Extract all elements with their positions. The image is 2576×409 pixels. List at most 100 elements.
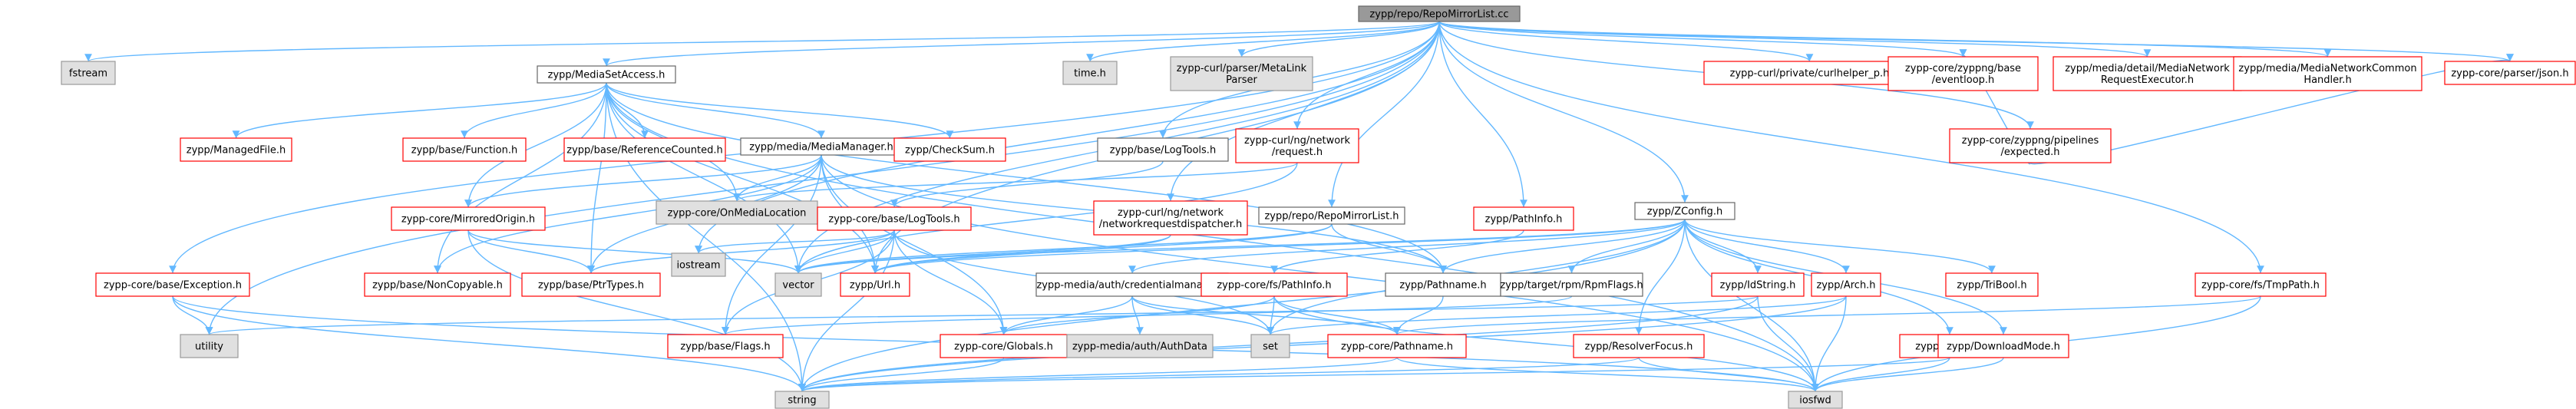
edge-mediasetaccess-to-pathname: [606, 82, 1447, 274]
node-label: zypp/media/detail/MediaNetwork: [2065, 63, 2230, 74]
node-function[interactable]: zypp/base/Function.h: [402, 137, 527, 162]
node-curlhelper[interactable]: zypp-curl/private/curlhelper_p.h: [1703, 61, 1916, 85]
node-box: [2195, 272, 2327, 297]
node-box: [774, 391, 830, 409]
node-downloadmode[interactable]: zypp/DownloadMode.h: [1937, 334, 2069, 358]
node-label: zypp-curl/ng/network: [1244, 135, 1351, 147]
node-label: zypp/base/Flags.h: [680, 341, 770, 353]
edge-root-to-eventloop: [1438, 21, 1967, 58]
node-corepathname[interactable]: zypp-core/Pathname.h: [1327, 334, 1467, 358]
node-label: fstream: [69, 68, 107, 80]
edge-root-to-pathinfo: [1438, 21, 1527, 208]
node-expected[interactable]: zypp-core/zyppng/pipelines/expected.h: [1949, 128, 2112, 163]
node-label: zypp/ZConfig.h: [1647, 206, 1722, 218]
node-json[interactable]: zypp-core/parser/json.h: [2444, 61, 2576, 85]
node-box: [667, 334, 784, 358]
edge-corelogtools-to-string: [798, 229, 895, 392]
edge-netrequest-to-onmedialocation: [733, 162, 1298, 202]
node-fspathinfo[interactable]: zypp-core/fs/PathInfo.h: [1200, 272, 1348, 297]
node-tribool[interactable]: zypp/TriBool.h: [1945, 272, 2039, 297]
edge-mediamanager-to-mirroredorigin: [464, 154, 822, 208]
edge-mediasetaccess-to-ptrtypes: [587, 82, 607, 274]
node-box: [180, 334, 239, 358]
node-label: iostream: [676, 260, 720, 272]
edge-root-to-curlhelper: [1438, 21, 1814, 62]
node-mnre[interactable]: zypp/media/detail/MediaNetworkRequestExe…: [2053, 56, 2242, 91]
node-refcounted[interactable]: zypp/base/ReferenceCounted.h: [563, 137, 726, 162]
node-noncopyable[interactable]: zypp/base/NonCopyable.h: [364, 272, 511, 297]
node-label: zypp-core/base/Exception.h: [104, 280, 242, 292]
node-managedfile[interactable]: zypp/ManagedFile.h: [180, 137, 292, 162]
edge-mediasetaccess-to-mirroredorigin: [464, 82, 607, 208]
node-pathname[interactable]: zypp/Pathname.h: [1385, 272, 1501, 297]
edge-mediamanager-to-noncopyable: [434, 154, 822, 274]
node-box: [1200, 272, 1348, 297]
edge-mediasetaccess-to-function: [461, 82, 607, 139]
edge-nrdispatcher-to-vector: [794, 234, 1171, 274]
node-url[interactable]: zypp/Url.h: [840, 272, 910, 297]
edge-resolverfocus-to-string: [798, 357, 1640, 392]
edge-corepathname-to-iosfwd: [1396, 357, 1819, 392]
node-label: zypp/Url.h: [850, 280, 900, 292]
node-eventloop[interactable]: zypp-core/zyppng/base/eventloop.h: [1887, 56, 2039, 91]
edge-repomirrorlist-to-pathname: [1331, 223, 1447, 274]
node-baselogtools[interactable]: zypp/base/LogTools.h: [1097, 137, 1229, 162]
node-mediamanager[interactable]: zypp/media/MediaManager.h: [740, 137, 903, 156]
node-repomirrorlist[interactable]: zypp/repo/RepoMirrorList.h: [1258, 206, 1405, 225]
edge-tmppath-to-corepathname: [1393, 295, 2261, 335]
node-credmanager[interactable]: zypp-media/auth/credentialmanager.h: [1035, 272, 1229, 297]
edge-root-to-metalinkparser: [1237, 21, 1440, 58]
edge-root-to-fstream: [84, 21, 1440, 62]
node-label: zypp/target/rpm/RpmFlags.h: [1500, 280, 1643, 292]
node-box: [180, 137, 292, 162]
node-label: /request.h: [1272, 147, 1323, 158]
node-label: zypp/PathInfo.h: [1485, 214, 1563, 226]
node-mirroredorigin[interactable]: zypp-core/MirroredOrigin.h: [391, 206, 546, 231]
node-box: [1634, 202, 1735, 220]
node-exception[interactable]: zypp-core/base/Exception.h: [95, 272, 250, 297]
node-zconfig[interactable]: zypp/ZConfig.h: [1634, 202, 1735, 220]
node-netrequest[interactable]: zypp-curl/ng/network/request.h: [1235, 128, 1359, 163]
node-box: [817, 206, 972, 231]
node-box: [893, 137, 1006, 162]
node-resolverfocus[interactable]: zypp/ResolverFocus.h: [1573, 334, 1705, 358]
node-nrdispatcher[interactable]: zypp-curl/ng/network/networkrequestdispa…: [1093, 200, 1248, 236]
node-label: vector: [782, 280, 814, 292]
node-checksum[interactable]: zypp/CheckSum.h: [893, 137, 1006, 162]
node-rpmflags[interactable]: zypp/target/rpm/RpmFlags.h: [1500, 272, 1643, 297]
node-iosfwd: iosfwd: [1788, 391, 1843, 409]
edge-netrequest-to-vector: [794, 162, 1298, 274]
node-globals[interactable]: zypp-core/Globals.h: [940, 334, 1068, 358]
node-arch[interactable]: zypp/Arch.h: [1811, 272, 1881, 297]
node-label: zypp-core/OnMediaLocation: [668, 208, 807, 219]
node-tmppath[interactable]: zypp-core/fs/TmpPath.h: [2195, 272, 2327, 297]
edge-mediasetaccess-to-noncopyable: [434, 82, 607, 274]
node-authdata: zypp-media/auth/AuthData: [1066, 334, 1214, 358]
node-label: Handler.h: [2304, 74, 2351, 86]
edge-zconfig-to-resolverfocus: [1635, 219, 1686, 335]
node-label: zypp-curl/private/curlhelper_p.h: [1730, 68, 1890, 80]
node-label: RequestExecutor.h: [2101, 74, 2194, 86]
node-label: zypp-core/fs/TmpPath.h: [2201, 280, 2320, 292]
edge-zconfig-to-rpmflags: [1567, 219, 1686, 274]
node-box: [61, 61, 116, 85]
node-label: zypp-core/fs/PathInfo.h: [1217, 280, 1331, 292]
node-mediasetaccess[interactable]: zypp/MediaSetAccess.h: [537, 65, 676, 84]
node-corelogtools[interactable]: zypp-core/base/LogTools.h: [817, 206, 972, 231]
edge-mediamanager-to-flags: [722, 154, 822, 335]
node-time: time.h: [1062, 61, 1118, 85]
edge-mirroredorigin-to-vector: [467, 229, 802, 274]
node-root[interactable]: zypp/repo/RepoMirrorList.cc: [1358, 5, 1521, 22]
node-ptrtypes[interactable]: zypp/base/PtrTypes.h: [521, 272, 661, 297]
edge-mediasetaccess-to-managedfile: [232, 82, 607, 139]
node-label: zypp/DownloadMode.h: [1947, 341, 2060, 353]
node-label: zypp-core/zyppng/pipelines: [1962, 135, 2099, 147]
node-idstring[interactable]: zypp/IdString.h: [1711, 272, 1805, 297]
node-flags[interactable]: zypp/base/Flags.h: [667, 334, 784, 358]
edge-arch-to-iosfwd: [1811, 295, 1847, 392]
edge-exception-to-utility: [172, 295, 213, 335]
node-pathinfo[interactable]: zypp/PathInfo.h: [1473, 206, 1574, 231]
